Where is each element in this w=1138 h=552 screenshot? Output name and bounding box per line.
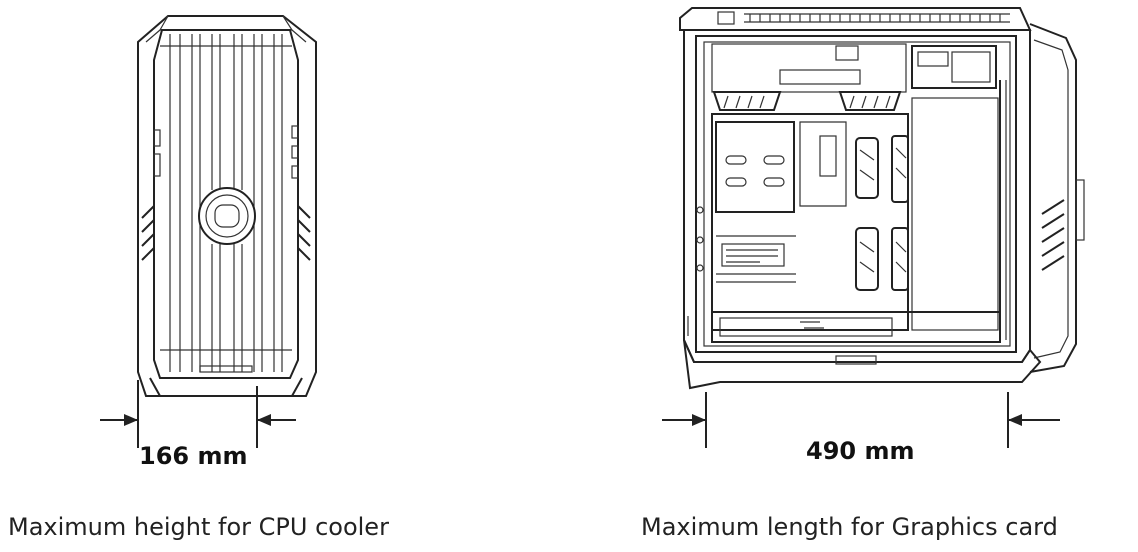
side-view-case — [679, 7, 1085, 390]
front-view-case — [137, 15, 317, 397]
cpu-cooler-dimension-label: 166 mm — [139, 442, 248, 470]
graphics-card-dimension-label: 490 mm — [806, 437, 915, 465]
side-dimension-line — [662, 392, 1060, 448]
graphics-card-caption: Maximum length for Graphics card — [641, 513, 1058, 541]
front-dimension-line — [100, 380, 296, 448]
cpu-cooler-caption: Maximum height for CPU cooler — [8, 513, 389, 541]
